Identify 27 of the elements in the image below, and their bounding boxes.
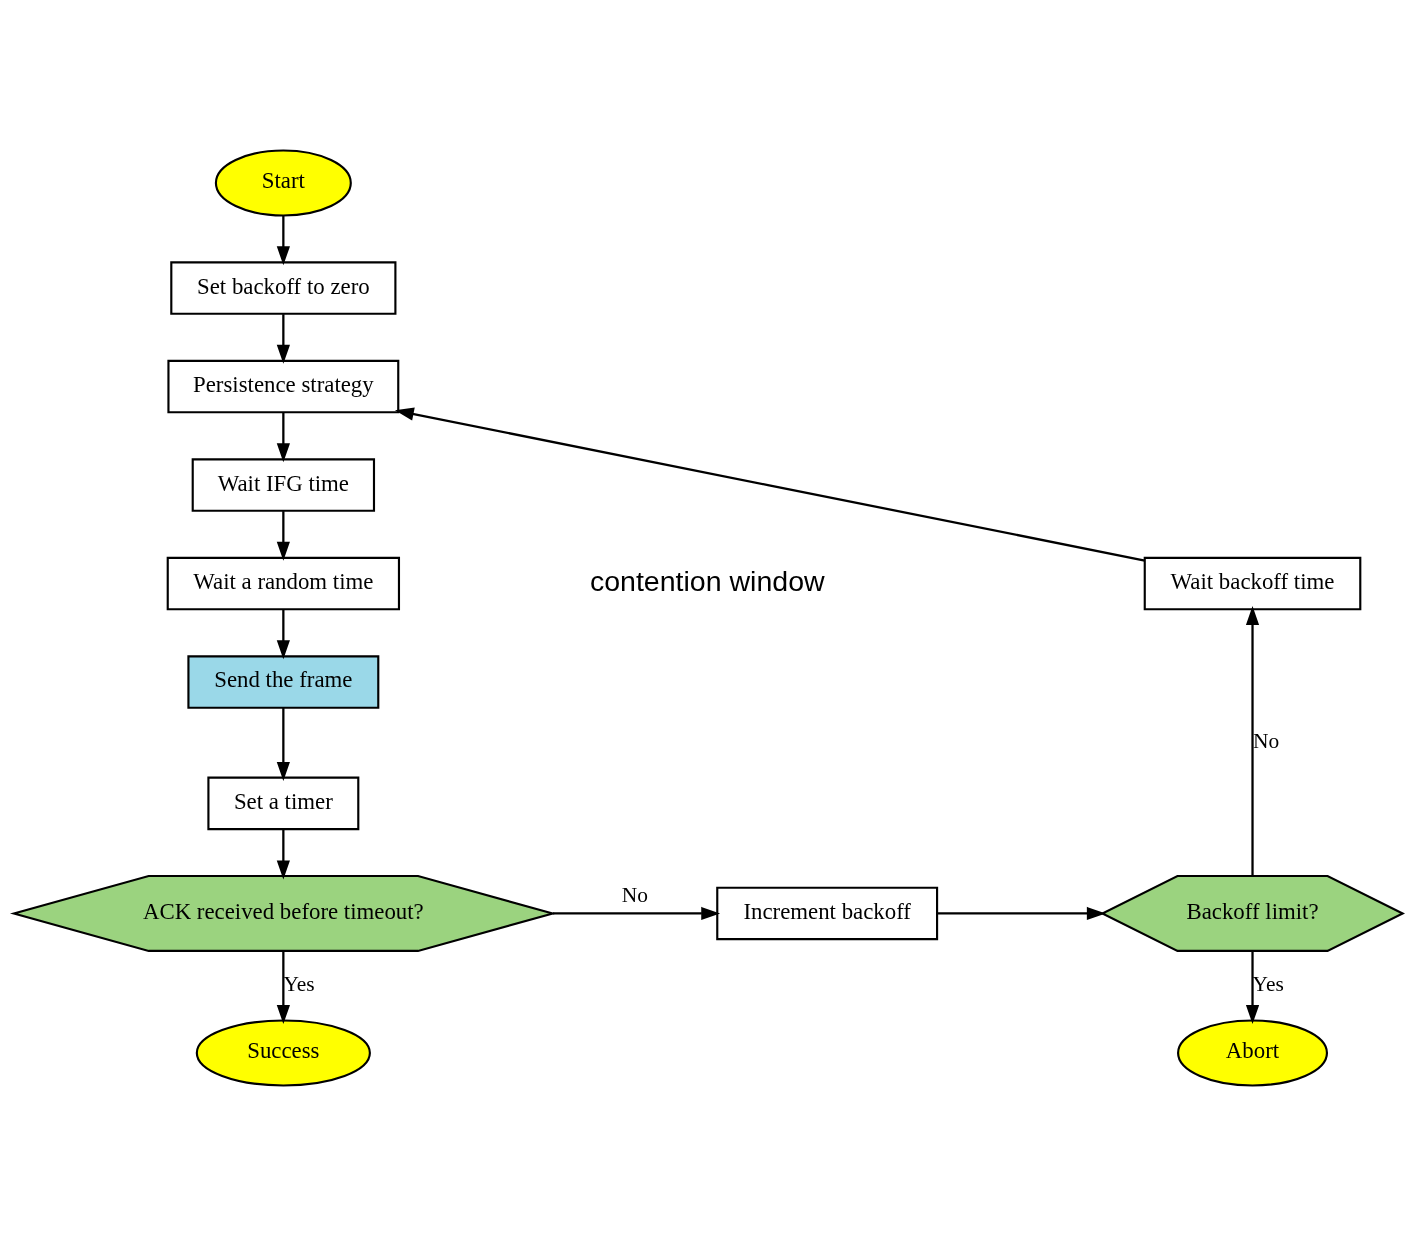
arrow — [276, 412, 290, 462]
node-box: Send the frame — [187, 654, 380, 709]
arrow — [394, 407, 1145, 562]
node-ellipse: Start — [214, 148, 352, 217]
arrow — [276, 510, 290, 561]
arrow — [276, 215, 290, 265]
arrow — [276, 609, 290, 659]
edge-label: No — [621, 882, 649, 907]
arrow — [276, 707, 290, 781]
node-box: Set backoff to zero — [170, 260, 397, 315]
arrow — [937, 906, 1106, 920]
node-box: Persistence strategy — [167, 359, 400, 413]
arrow — [276, 950, 290, 1024]
node-box: Wait a random time — [166, 556, 401, 610]
arrow — [552, 906, 721, 920]
arrow — [1245, 950, 1260, 1024]
node-ellipse: Success — [195, 1018, 371, 1087]
node-box: Set a timer — [207, 776, 360, 830]
label: contention window — [589, 564, 825, 597]
node-box: Wait backoff time — [1143, 556, 1362, 610]
arrow — [276, 313, 290, 364]
node-ellipse: Abort — [1177, 1018, 1328, 1087]
arrow — [1245, 605, 1260, 876]
node-box: Wait IFG time — [191, 457, 376, 512]
edge-label: Yes — [283, 971, 315, 996]
arrow — [276, 828, 290, 879]
node-box: Increment backoff — [716, 886, 939, 940]
